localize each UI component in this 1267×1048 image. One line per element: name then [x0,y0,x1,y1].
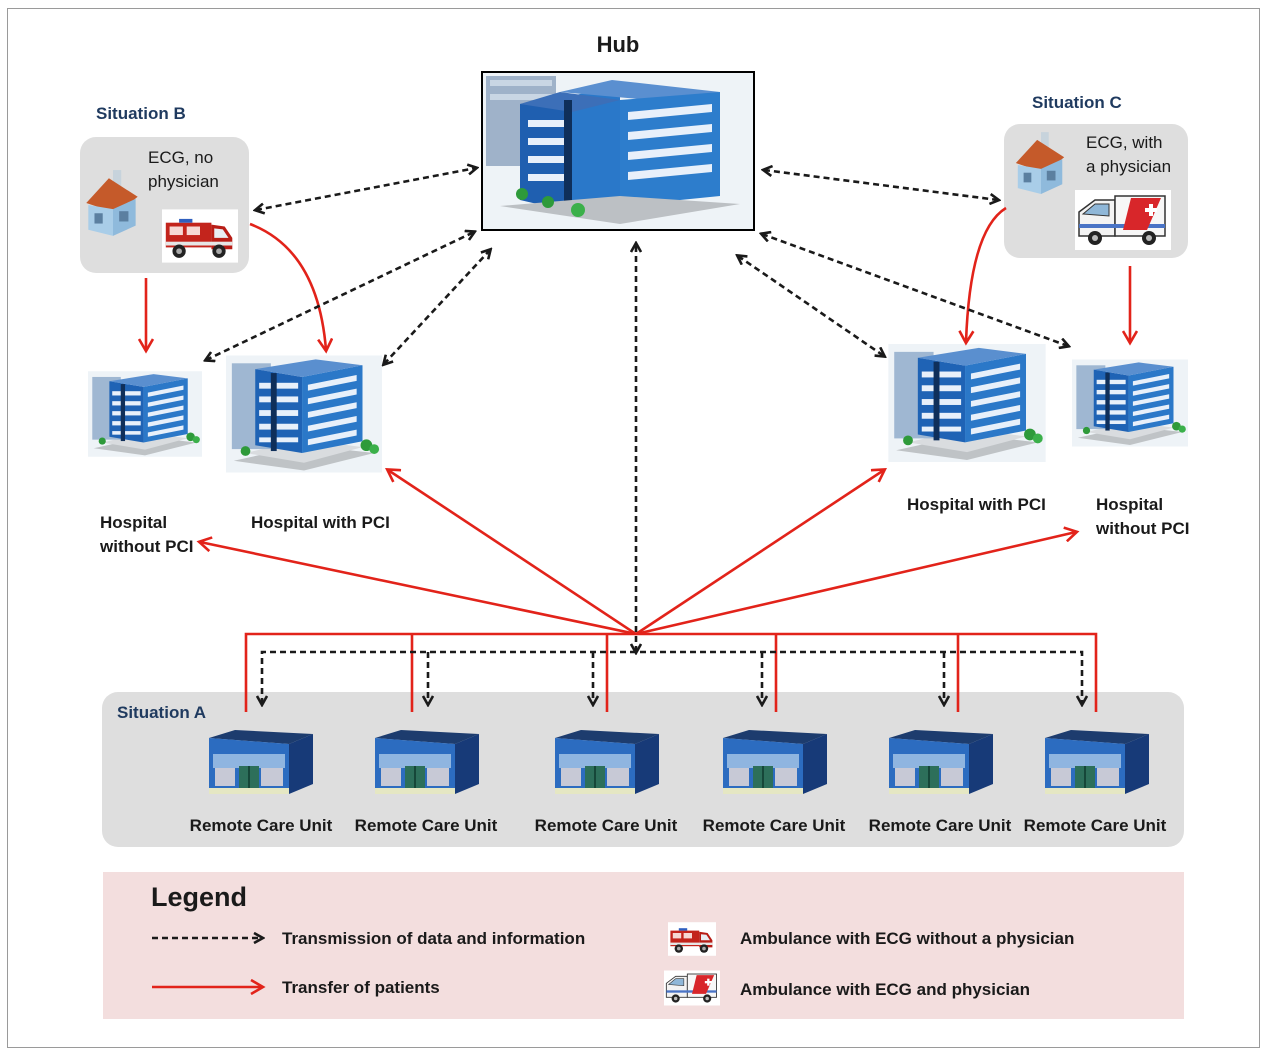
situation-a-title: Situation A [117,703,206,722]
legend-ambulance-white-icon [664,970,720,1006]
situation-c-title: Situation C [1032,93,1122,112]
arrow-to-hospital-with-pci-right [635,470,884,636]
hub-title: Hub [597,32,640,57]
situation-b-text-line2: physician [148,172,219,191]
remote-care-unit-label: Remote Care Unit [535,816,678,835]
legend-dashed-label: Transmission of data and information [282,929,585,948]
arrow-hub-hospital-with-pci-left [384,250,490,364]
hospital-without-pci-left-label-line1: Hospital [100,513,167,532]
hospital-with-pci-left-label: Hospital with PCI [251,513,390,532]
hospital-without-pci-right-label-line1: Hospital [1096,495,1163,514]
hospital-without-pci-left-image [88,371,202,457]
legend-panel [103,872,1184,1019]
rcu-data-bus [262,650,1082,704]
situation-b-text-line1: ECG, no [148,148,213,167]
situation-c-text-line2: a physician [1086,157,1171,176]
hospital-without-pci-left-label-line2: without PCI [99,537,193,556]
remote-care-unit-image [554,729,660,795]
patient-transfer-arrows [146,206,1130,712]
legend-red-label: Transfer of patients [282,978,440,997]
remote-care-unit-label: Remote Care Unit [703,816,846,835]
remote-care-unit-image [722,729,828,795]
arrow-to-hospital-without-pci-right [635,532,1076,636]
hub-building-image [481,71,755,231]
hospital-without-pci-right-image [1072,359,1188,447]
arrow-hub-situation-c [764,170,998,200]
rcu-red-bus [244,632,1098,712]
hospital-without-pci-right-label-line2: without PCI [1095,519,1189,538]
arrow-hub-hospital-without-pci-right [762,234,1068,346]
arrow-hub-hospital-with-pci-right [738,256,884,356]
remote-care-unit-image [374,729,480,795]
legend-title: Legend [151,882,247,912]
legend-ambulance-red-icon [668,922,716,956]
hospital-with-pci-right-image [888,344,1046,462]
legend-amb-no-physician-label: Ambulance with ECG without a physician [740,929,1074,948]
arrow-hub-situation-b [256,168,476,210]
ambulance-red-icon [162,209,238,263]
remote-care-unit-label: Remote Care Unit [190,816,333,835]
remote-care-unit-label: Remote Care Unit [1024,816,1167,835]
arrow-b-to-hospital-with-pci [249,222,326,350]
ambulance-white-icon [1075,190,1171,250]
situation-b-title: Situation B [96,104,186,123]
data-transmission-arrows [206,168,1082,704]
legend-amb-physician-label: Ambulance with ECG and physician [740,980,1030,999]
remote-care-units: Remote Care Unit Remote Care Unit Remote… [190,729,1167,835]
remote-care-unit-image [1044,729,1150,795]
arrow-to-hospital-without-pci-left [200,542,637,636]
remote-care-unit-label: Remote Care Unit [869,816,1012,835]
situation-c-text-line1: ECG, with [1086,133,1163,152]
remote-care-unit-image [888,729,994,795]
remote-care-unit-image [208,729,314,795]
remote-care-unit-label: Remote Care Unit [355,816,498,835]
hospital-with-pci-left-image [226,355,382,473]
arrow-to-hospital-with-pci-left [388,470,637,636]
hospital-with-pci-right-label: Hospital with PCI [907,495,1046,514]
